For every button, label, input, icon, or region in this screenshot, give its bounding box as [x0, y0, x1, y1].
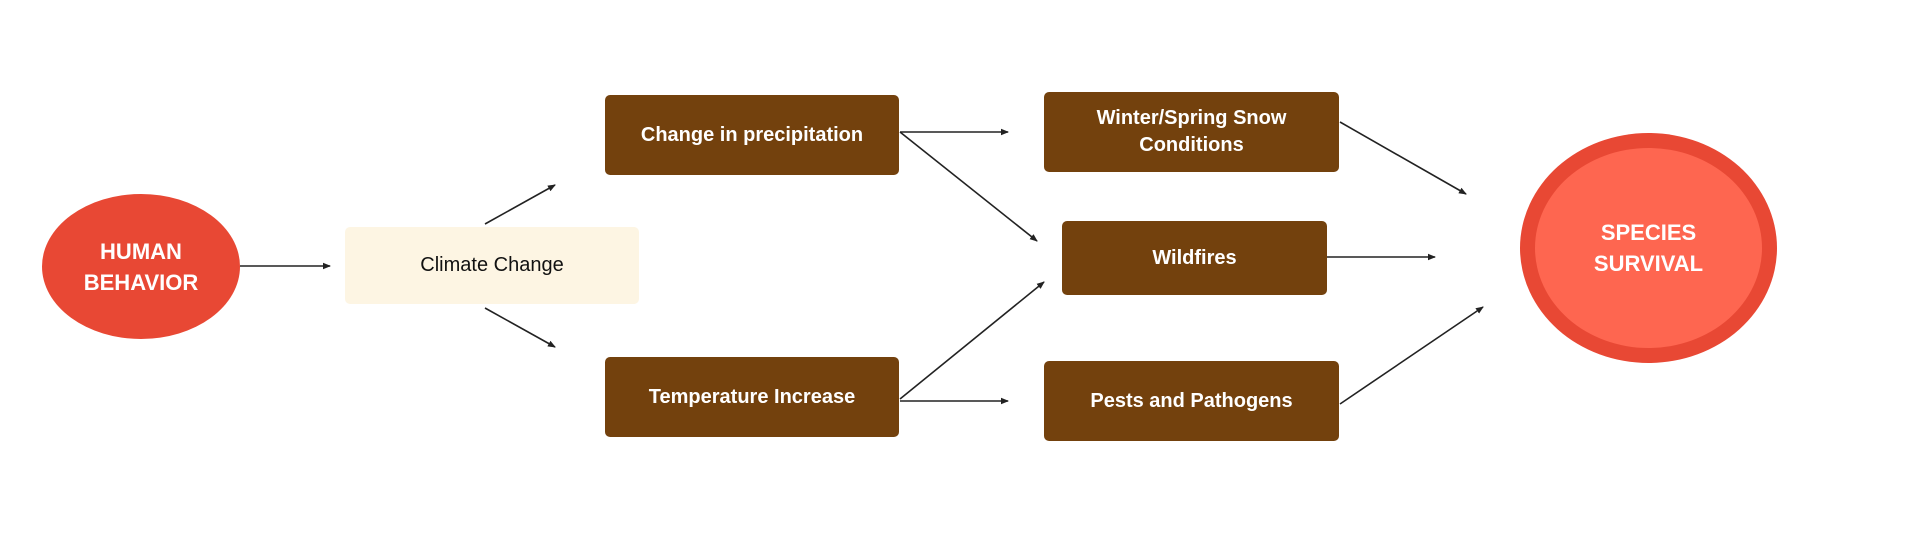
temperature-increase-label: Temperature Increase — [648, 385, 856, 408]
species-survival-node: SPECIES SURVIVAL — [1520, 133, 1777, 363]
arrow-temperature-to-wildfires — [899, 281, 1045, 400]
arrow-precipitation-to-wildfires — [899, 131, 1038, 242]
change-in-precipitation-node: Change in precipitation — [605, 95, 899, 175]
change-in-precipitation-label: Change in precipitation — [640, 123, 864, 146]
winter-spring-snow-label: Winter/Spring Snow Conditions — [1096, 107, 1287, 156]
human-behavior-node: HUMAN BEHAVIOR — [42, 194, 240, 339]
climate-change-label: Climate Change — [420, 254, 564, 276]
wildfires-label: Wildfires — [1152, 246, 1237, 269]
pests-and-pathogens-node: Pests and Pathogens — [1044, 361, 1339, 441]
species-survival-inner: SPECIES SURVIVAL — [1535, 148, 1762, 348]
arrow-pests-to-species — [1339, 306, 1484, 405]
human-behavior-label: HUMAN BEHAVIOR — [83, 238, 199, 295]
arrow-snow-to-species — [1339, 121, 1467, 195]
arrow-climate-to-precipitation — [484, 184, 556, 225]
species-survival-label: SPECIES SURVIVAL — [1593, 220, 1704, 276]
wildfires-node: Wildfires — [1062, 221, 1327, 295]
pests-and-pathogens-label: Pests and Pathogens — [1090, 389, 1293, 412]
winter-spring-snow-node: Winter/Spring Snow Conditions — [1044, 92, 1339, 172]
temperature-increase-node: Temperature Increase — [605, 357, 899, 437]
arrow-climate-to-temperature — [484, 307, 556, 348]
climate-change-node: Climate Change — [345, 227, 639, 304]
